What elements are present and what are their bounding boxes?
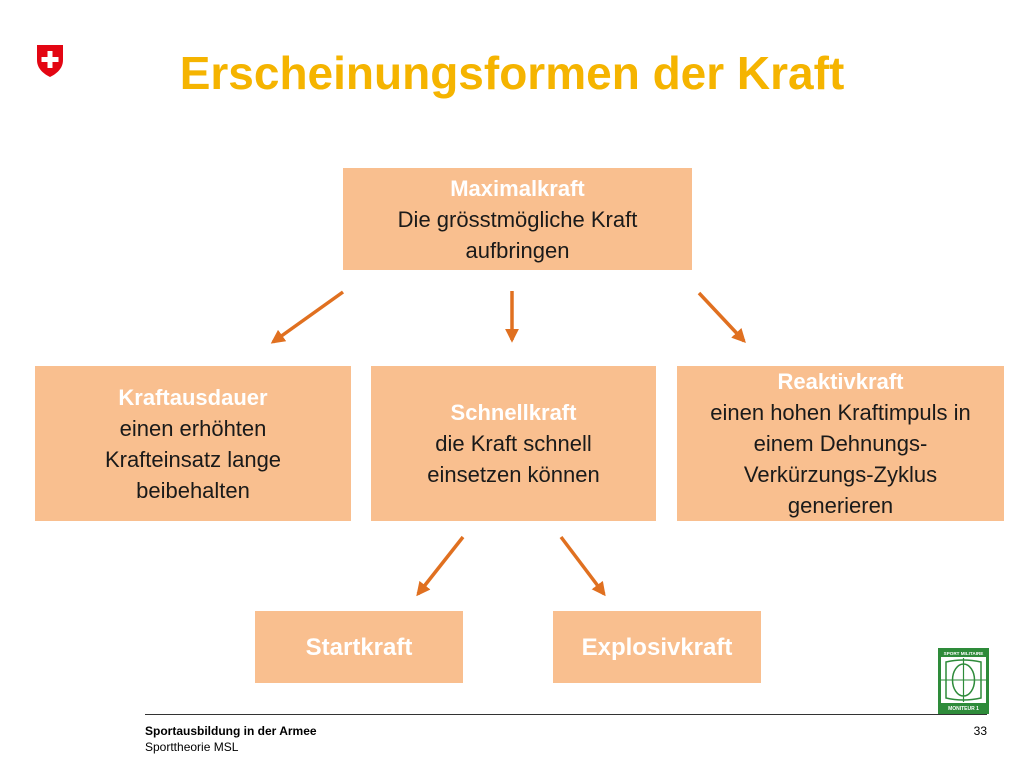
- box-text: Verkürzungs-Zyklus: [743, 462, 938, 487]
- box-text: aufbringen: [465, 237, 570, 263]
- sport-militaire-logo: SPORT MILITAIRE MONITEUR 1: [938, 648, 989, 714]
- box-reaktivkraft: Reaktivkraft einen hohen Kraftimpuls in …: [677, 366, 1004, 521]
- box-head: Startkraft: [305, 633, 413, 661]
- logo-bottom-text: MONITEUR 1: [948, 706, 979, 712]
- arrow-to-reaktivkraft: [697, 291, 746, 344]
- box-maximalkraft: Maximalkraft Die grösstmögliche Kraft au…: [343, 168, 692, 270]
- box-schnellkraft: Schnellkraft die Kraft schnell einsetzen…: [371, 366, 656, 521]
- box-head: Reaktivkraft: [777, 369, 904, 394]
- box-head: Kraftausdauer: [118, 384, 268, 410]
- box-head: Maximalkraft: [450, 175, 585, 201]
- arrow-to-kraftausdauer: [270, 290, 345, 344]
- page-number: 33: [973, 724, 987, 738]
- arrow-to-startkraft: [416, 535, 465, 597]
- box-text: einsetzen können: [427, 462, 600, 487]
- logo-top-text: SPORT MILITAIRE: [944, 651, 984, 656]
- box-text: einen erhöhten: [119, 415, 267, 441]
- footer-divider: [145, 714, 987, 715]
- box-kraftausdauer: Kraftausdauer einen erhöhten Krafteinsat…: [35, 366, 351, 521]
- box-head: Explosivkraft: [581, 633, 733, 661]
- box-text: Die grösstmögliche Kraft: [397, 206, 638, 232]
- footer-subtitle: Sporttheorie MSL: [145, 740, 239, 754]
- page-title: Erscheinungsformen der Kraft: [179, 47, 845, 99]
- footer-organization: Sportausbildung in der Armee: [145, 724, 317, 738]
- box-text: einem Dehnungs-: [753, 431, 928, 456]
- box-text: generieren: [787, 493, 894, 518]
- box-startkraft: Startkraft: [255, 611, 463, 683]
- box-head: Schnellkraft: [450, 400, 577, 425]
- box-explosivkraft: Explosivkraft: [553, 611, 761, 683]
- box-text: einen hohen Kraftimpuls in: [710, 400, 971, 425]
- box-text: die Kraft schnell: [435, 431, 592, 456]
- swiss-shield-icon: [37, 45, 63, 77]
- box-text: beibehalten: [136, 477, 250, 503]
- arrow-to-explosivkraft: [559, 535, 606, 597]
- box-text: Krafteinsatz lange: [104, 446, 282, 472]
